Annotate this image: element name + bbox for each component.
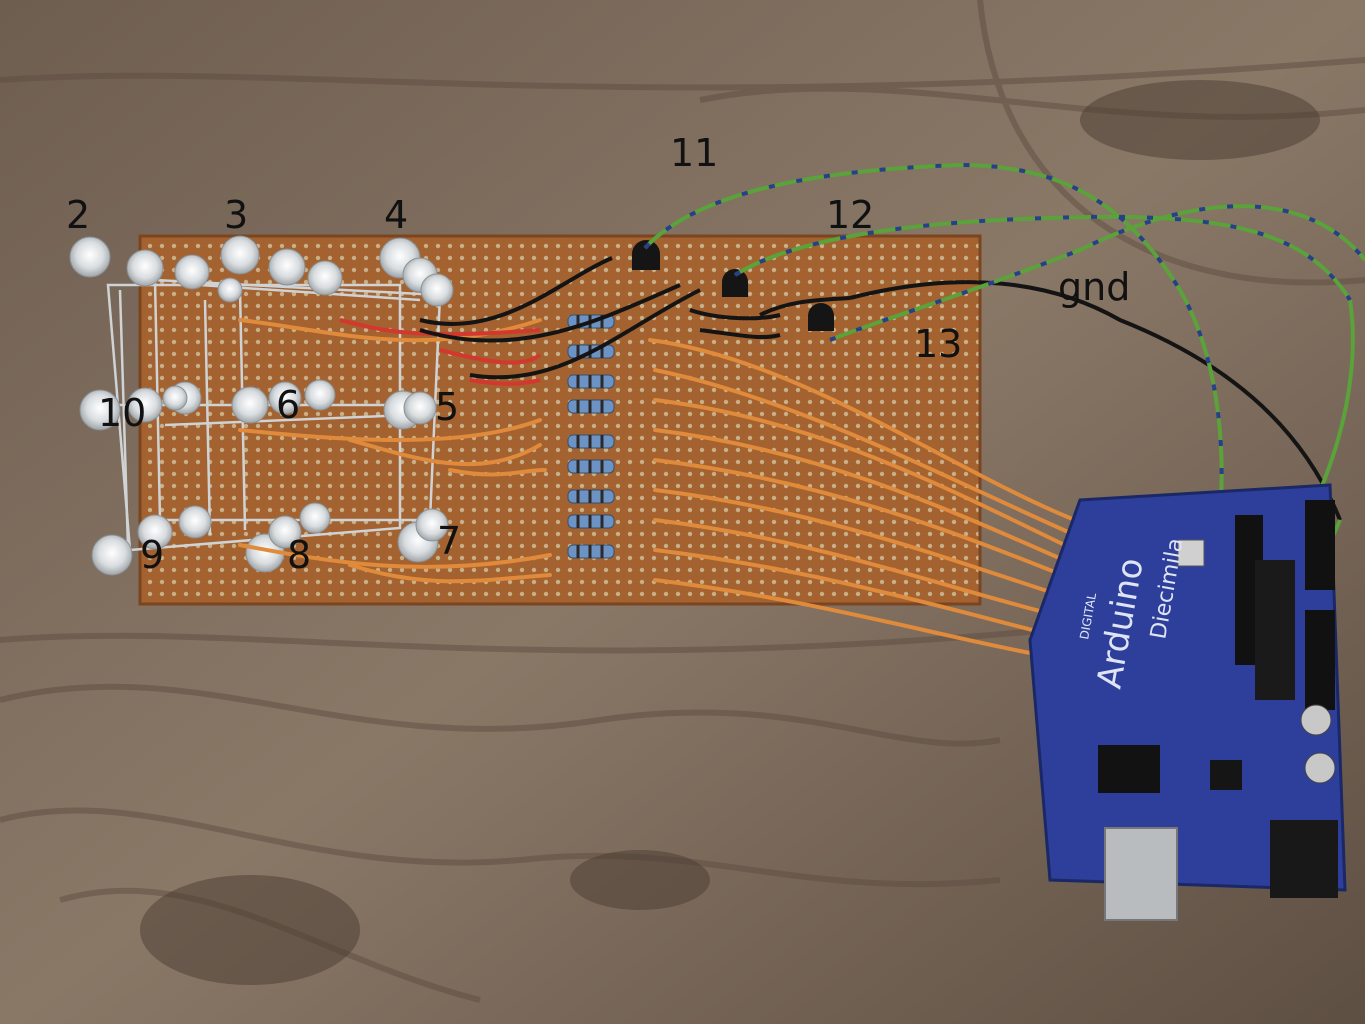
- led: [415, 508, 449, 542]
- led: [126, 249, 164, 287]
- led: [220, 235, 260, 275]
- led: [268, 248, 306, 286]
- label-pin-8: 8: [287, 533, 312, 577]
- wood-grain: [0, 0, 1365, 1003]
- arduino-board: Arduino Diecimila DIGITAL: [1028, 483, 1347, 921]
- label-pin-7: 7: [437, 519, 462, 563]
- transistors: [632, 240, 834, 331]
- usb-connector: [1104, 827, 1178, 921]
- transistor: [632, 240, 660, 270]
- reset-button: [1177, 539, 1205, 567]
- header-power: [1305, 610, 1335, 710]
- led: [420, 273, 454, 307]
- led: [69, 236, 111, 278]
- header-right: [1305, 500, 1335, 590]
- led: [174, 254, 210, 290]
- resistor-row: [567, 314, 615, 559]
- label-pin-10: 10: [98, 391, 147, 435]
- led: [268, 381, 302, 415]
- label-pin-6: 6: [276, 383, 301, 427]
- label-pin-11: 11: [670, 131, 719, 175]
- led-array: [69, 235, 454, 576]
- label-pin-12: 12: [826, 193, 875, 237]
- ftdi-chip: [1098, 745, 1160, 793]
- led: [127, 387, 163, 423]
- transistor: [808, 303, 834, 331]
- red-wires: [339, 318, 542, 386]
- orange-wires: [238, 318, 1077, 662]
- label-pin-9: 9: [140, 533, 165, 577]
- led: [162, 385, 188, 411]
- transistor: [722, 269, 748, 297]
- led: [231, 386, 269, 424]
- power-jack: [1270, 820, 1338, 898]
- led: [299, 502, 331, 534]
- led: [79, 389, 121, 431]
- label-pin-13: 13: [914, 322, 963, 366]
- microcontroller: [1255, 560, 1295, 700]
- capacitor: [1304, 752, 1336, 784]
- regulator: [1210, 760, 1242, 790]
- capacitor: [1300, 704, 1332, 736]
- led: [217, 277, 243, 303]
- led: [178, 505, 212, 539]
- label-pin-5: 5: [435, 385, 460, 429]
- label-gnd: gnd: [1058, 265, 1131, 309]
- led: [91, 534, 133, 576]
- wood-knots: [140, 80, 1320, 985]
- label-pin-4: 4: [384, 193, 409, 237]
- led: [304, 379, 336, 411]
- led: [137, 514, 173, 550]
- label-pin-2: 2: [66, 193, 91, 237]
- led: [268, 515, 302, 549]
- led: [403, 391, 437, 425]
- label-pin-3: 3: [224, 193, 249, 237]
- led: [307, 260, 343, 296]
